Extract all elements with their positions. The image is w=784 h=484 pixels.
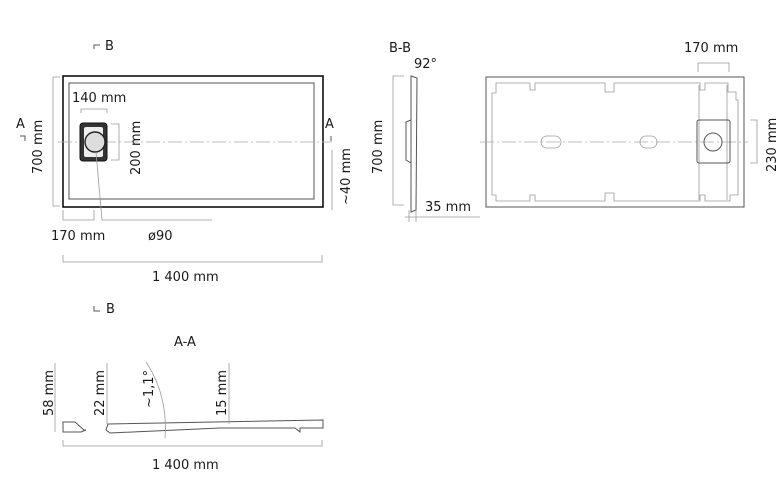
section-a-left-arrow (20, 135, 26, 141)
center-height-label: 15 mm (215, 370, 230, 416)
leader-d90 (95, 151, 212, 221)
dim-140 (80, 108, 108, 113)
drain-zone-label: 230 mm (765, 118, 780, 172)
height-label: 700 mm (31, 120, 46, 174)
section-bb: B-B 92° 700 mm 35 mm (371, 41, 480, 222)
edge-height-label: 58 mm (42, 370, 57, 416)
rim-label: ~40 mm (339, 148, 354, 205)
section-b-label: B (105, 39, 114, 54)
tray-inner-edge (68, 82, 315, 200)
top-view: B 140 mm 200 mm 700 mm A A ~40 mm 170 mm… (16, 39, 354, 285)
bottom-view: 170 mm 230 mm (480, 41, 780, 208)
dim-35 (405, 210, 480, 222)
bottom-ribs (491, 82, 739, 202)
thickness-label: 35 mm (425, 200, 471, 215)
section-a-right: A (325, 117, 334, 132)
dim-bottom-170 (697, 62, 730, 72)
drain-diameter-label: ø90 (148, 229, 173, 244)
slope-arc (145, 361, 166, 439)
dim-700 (52, 76, 60, 207)
aa-profile (105, 419, 324, 434)
bb-height-label: 700 mm (371, 120, 386, 174)
bottom-drain-hole (703, 132, 723, 152)
aa-length-label: 1 400 mm (152, 458, 219, 473)
drain-channel (698, 85, 728, 200)
section-b-arrow (93, 44, 100, 49)
section-a-left: A (16, 117, 25, 132)
tray-outline (62, 75, 324, 208)
length-label: 1 400 mm (152, 270, 219, 285)
dim-1400 (62, 255, 323, 263)
drain-width-label: 140 mm (72, 91, 126, 106)
bottom-offset-label: 170 mm (684, 41, 738, 56)
section-aa: B A-A 58 mm 22 mm ~1,1° 15 mm 1 400 mm (42, 302, 324, 473)
bottom-drain-square (696, 119, 731, 164)
section-b-label-bottom: B (106, 302, 115, 317)
dim-170 (62, 210, 95, 221)
aa-left-rim (62, 421, 87, 433)
slot-left (540, 135, 562, 149)
drain-offset-label: 170 mm (51, 229, 105, 244)
section-bb-title: B-B (389, 41, 411, 56)
section-b-arrow-bottom (93, 306, 100, 312)
angle-label: 92° (414, 57, 437, 72)
dim-bb-700 (392, 75, 404, 206)
slope-label: ~1,1° (142, 370, 157, 408)
dim-200 (111, 123, 120, 161)
drain-hole (84, 131, 106, 153)
bb-drain-bulge (405, 119, 412, 164)
slot-right (639, 135, 658, 149)
inner-height-label: 22 mm (93, 370, 108, 416)
drain-height-label: 200 mm (129, 121, 144, 175)
dim-230 (750, 119, 758, 164)
section-aa-title: A-A (174, 335, 196, 350)
dim-aa-1400 (62, 440, 323, 447)
bb-profile (410, 75, 418, 213)
